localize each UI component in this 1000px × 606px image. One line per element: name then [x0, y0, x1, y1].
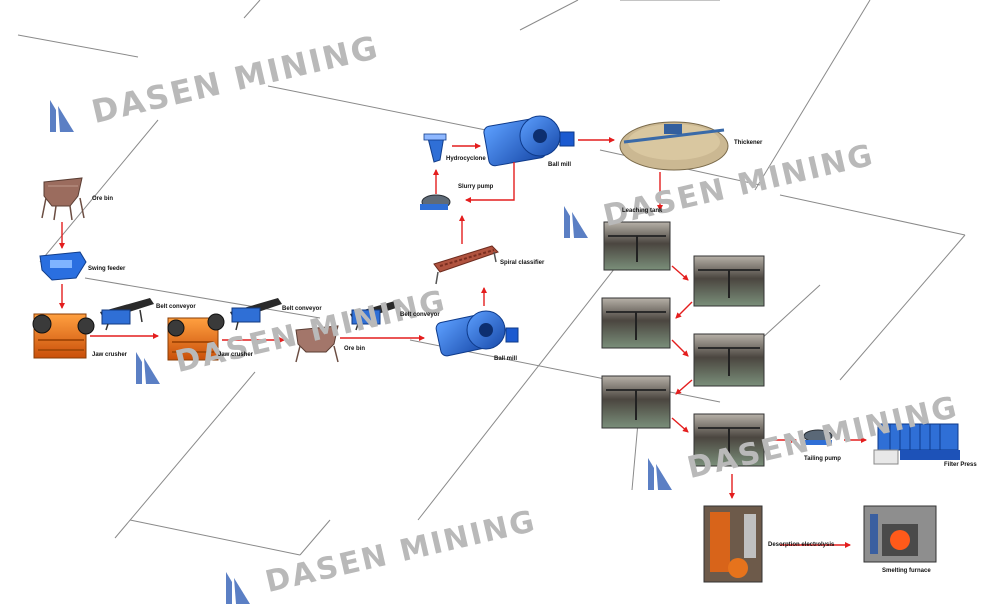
- label-leaching-tank: Leaching tank: [622, 208, 663, 214]
- tailing-pump: [802, 429, 833, 445]
- spiral-classifier: [433, 245, 499, 285]
- dasen-logo-icon: [226, 572, 250, 604]
- leaching-tank-5: [601, 375, 671, 429]
- dasen-logo-icon: [136, 352, 160, 384]
- label-ore-bin-2: Ore bin: [344, 346, 366, 352]
- filter-press: [873, 423, 960, 465]
- ore-bin-1: [41, 177, 85, 221]
- label-desorption-electrolysis: Desorption electrolysis: [768, 542, 835, 548]
- label-spiral-classifier: Spiral classifier: [500, 260, 545, 266]
- leaching-tank-4: [693, 333, 765, 387]
- dasen-logo-icon: [50, 100, 74, 132]
- label-ore-bin-1: Ore bin: [92, 196, 114, 202]
- label-tailing-pump: Tailing pump: [804, 456, 841, 462]
- smelting-furnace: [863, 505, 937, 563]
- label-jaw-crusher-2: Jaw crusher: [218, 352, 254, 358]
- label-belt-conveyor-3: Belt conveyor: [400, 312, 440, 318]
- belt-conveyor-1: [100, 298, 154, 331]
- dasen-logo-icon: [648, 458, 672, 490]
- ore-bin-2: [295, 325, 339, 363]
- leaching-tank-3: [601, 297, 671, 349]
- hydrocyclone: [423, 133, 447, 163]
- label-slurry-pump: Slurry pump: [458, 184, 494, 190]
- desorption-electrolysis: [703, 505, 763, 583]
- label-ball-mill-1: Ball mill: [494, 356, 518, 362]
- label-smelting-furnace: Smelting furnace: [882, 568, 931, 574]
- jaw-crusher-1: [32, 313, 95, 359]
- jaw-crusher-2: [167, 313, 225, 361]
- leaching-tank-2: [693, 255, 765, 307]
- label-belt-conveyor-2: Belt conveyor: [282, 306, 322, 312]
- label-swing-feeder: Swing feeder: [88, 266, 126, 272]
- leaching-tank-1: [603, 221, 671, 271]
- leaching-tank-6: [693, 413, 765, 467]
- label-jaw-crusher-1: Jaw crusher: [92, 352, 128, 358]
- belt-conveyor-2: [230, 298, 282, 331]
- label-filter-press: Filter Press: [944, 462, 977, 468]
- ball-mill-2: [483, 115, 575, 167]
- ball-mill-1: [435, 310, 519, 357]
- label-belt-conveyor-1: Belt conveyor: [156, 304, 196, 310]
- slurry-pump: [420, 194, 451, 210]
- belt-conveyor-3: [350, 300, 402, 331]
- label-thickener: Thickener: [734, 140, 763, 146]
- label-ball-mill-2: Ball mill: [548, 162, 572, 168]
- thickener: [619, 121, 729, 171]
- swing-feeder: [39, 251, 87, 281]
- flow-arrows: [59, 137, 867, 548]
- dasen-logo-icon: [564, 206, 588, 238]
- label-hydrocyclone: Hydrocyclone: [446, 156, 486, 162]
